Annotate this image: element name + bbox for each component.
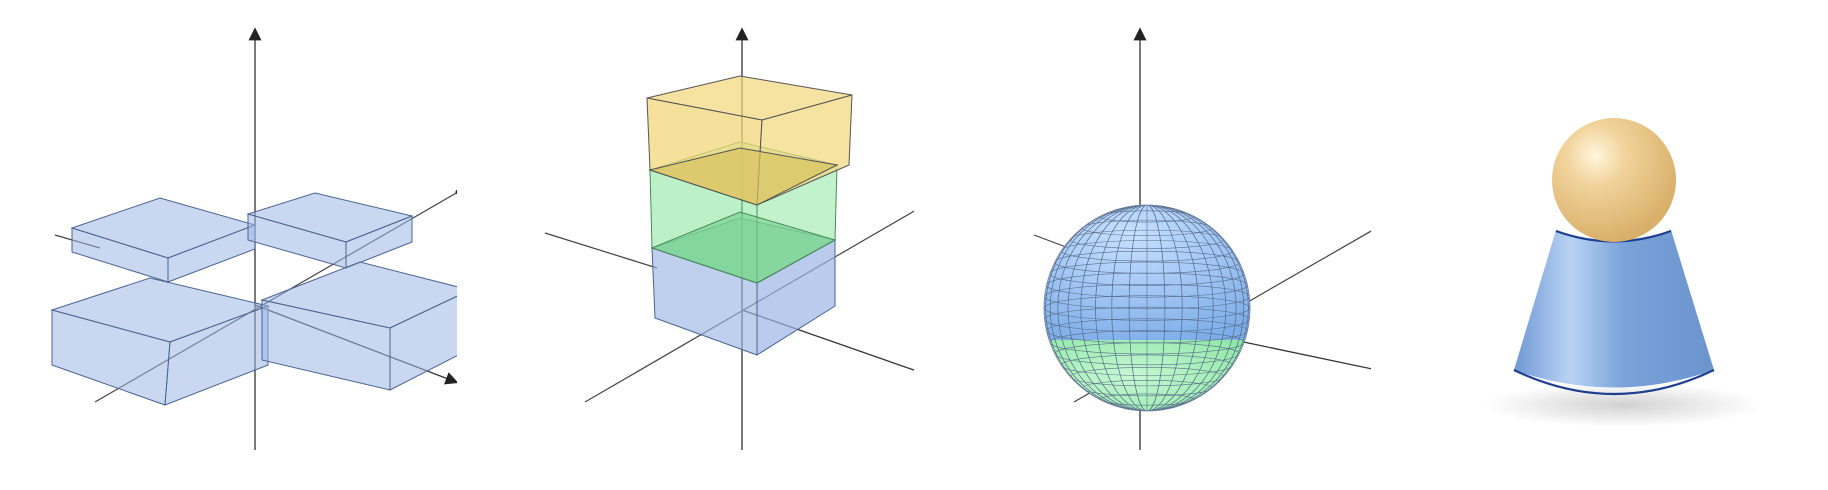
panel-cone-sphere: [1483, 118, 1763, 427]
cone-shadow: [1483, 383, 1763, 427]
box-arm-back-right: [246, 192, 414, 269]
layer-top: [646, 75, 853, 206]
panel-stacked-layers: [544, 27, 914, 450]
box-arm-back-left: [70, 197, 257, 283]
axis-x-back: [544, 232, 658, 269]
box-arm-front-left: [50, 277, 270, 406]
sphere: [1044, 205, 1250, 411]
panel-sphere: [1033, 27, 1371, 450]
box-arm-front-right: [260, 261, 457, 391]
top-sphere: [1552, 118, 1676, 242]
axis-x: [1233, 339, 1371, 370]
panel-cross-boxes: [50, 27, 457, 450]
cone: [1513, 230, 1715, 395]
